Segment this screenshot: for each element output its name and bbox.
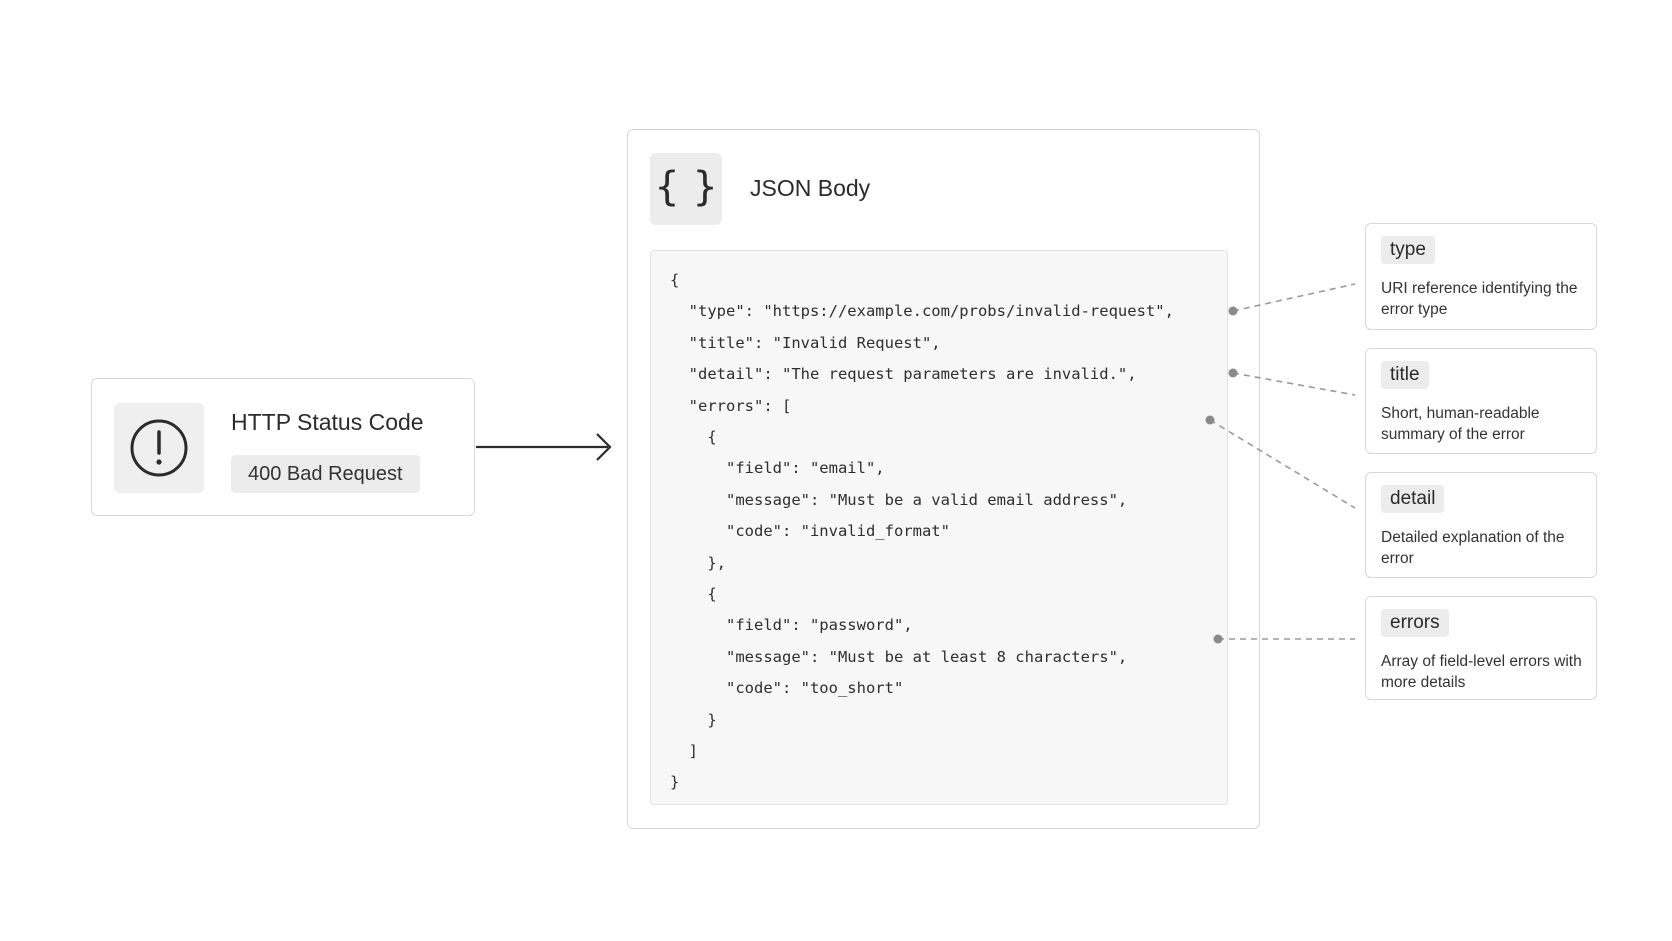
annotation-description: URI reference identifying the error type <box>1381 280 1578 318</box>
curly-braces-icon: { } <box>650 153 722 225</box>
status-code-badge: 400 Bad Request <box>231 455 420 493</box>
json-code-block: { "type": "https://example.com/probs/inv… <box>650 250 1228 805</box>
code-line: }, <box>670 553 726 572</box>
code-line: "detail": "The request parameters are in… <box>670 365 1137 384</box>
code-line: { <box>670 585 717 603</box>
annotation-description: Short, human-readable summary of the err… <box>1381 405 1540 443</box>
annotation-card-detail: detail Detailed explanation of the error <box>1365 472 1597 578</box>
annotation-description: Array of field-level errors with more de… <box>1381 653 1582 691</box>
status-card-title: HTTP Status Code <box>231 409 424 435</box>
json-body-card: { } JSON Body { "type": "https://example… <box>627 129 1260 829</box>
code-line: "message": "Must be a valid email addres… <box>670 490 1128 509</box>
code-line: "code": "too_short" <box>670 679 904 698</box>
annotation-description: Detailed explanation of the error <box>1381 529 1565 567</box>
code-line: "code": "invalid_format" <box>670 522 950 541</box>
code-line: "field": "password", <box>670 616 913 635</box>
code-line: { <box>670 271 680 289</box>
code-line: "message": "Must be at least 8 character… <box>670 647 1128 666</box>
json-card-title: JSON Body <box>750 175 871 201</box>
annotation-key: errors <box>1381 609 1449 637</box>
exclamation-circle-icon <box>114 403 204 493</box>
code-line: "field": "email", <box>670 459 885 478</box>
code-line: "type": "https://example.com/probs/inval… <box>670 302 1174 321</box>
http-status-card: HTTP Status Code 400 Bad Request <box>91 378 475 516</box>
annotation-card-title: title Short, human-readable summary of t… <box>1365 348 1597 454</box>
annotation-card-type: type URI reference identifying the error… <box>1365 223 1597 330</box>
annotation-card-errors: errors Array of field-level errors with … <box>1365 596 1597 700</box>
code-line: { <box>670 428 717 446</box>
annotation-key: title <box>1381 361 1429 389</box>
code-line: "errors": [ <box>670 396 792 415</box>
annotation-key: type <box>1381 236 1435 264</box>
code-line: ] <box>670 742 698 760</box>
code-line: } <box>670 773 680 792</box>
code-line: "title": "Invalid Request", <box>670 333 941 352</box>
annotation-key: detail <box>1381 485 1445 513</box>
code-line: } <box>670 710 717 729</box>
